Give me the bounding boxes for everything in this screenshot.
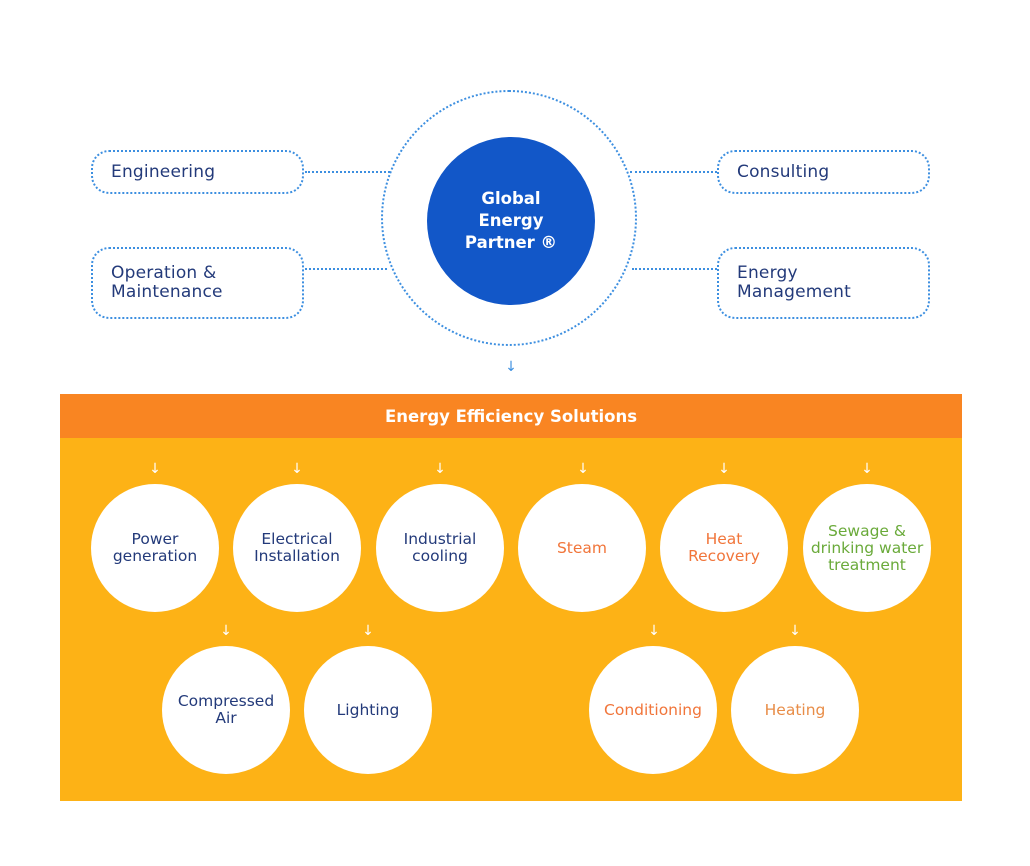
solution-electrical-installation: Electrical Installation [233,484,361,612]
hub-down-arrow-icon: ↓ [505,359,517,375]
down-arrow-icon: ↓ [434,461,446,477]
down-arrow-icon: ↓ [362,623,374,639]
solution-sewage-drinking-water: Sewage & drinking water treatment [803,484,931,612]
down-arrow-icon: ↓ [861,461,873,477]
connector-operation [305,268,387,270]
connector-energy-management [632,268,717,270]
hub-core: Global Energy Partner ® [427,137,595,305]
down-arrow-icon: ↓ [718,461,730,477]
service-energy-management: Energy Management [717,247,930,319]
service-consulting: Consulting [717,150,930,194]
down-arrow-icon: ↓ [648,623,660,639]
service-engineering: Engineering [91,150,304,194]
solution-heat-recovery: Heat Recovery [660,484,788,612]
down-arrow-icon: ↓ [291,461,303,477]
solution-power-generation: Power generation [91,484,219,612]
down-arrow-icon: ↓ [577,461,589,477]
connector-consulting [630,171,717,173]
down-arrow-icon: ↓ [789,623,801,639]
service-operation-maintenance: Operation & Maintenance [91,247,304,319]
solution-steam: Steam [518,484,646,612]
connector-engineering [305,171,390,173]
down-arrow-icon: ↓ [149,461,161,477]
solution-compressed-air: Compressed Air [162,646,290,774]
solution-lighting: Lighting [304,646,432,774]
hub-outer-ring [381,90,637,346]
down-arrow-icon: ↓ [220,623,232,639]
solution-industrial-cooling: Industrial cooling [376,484,504,612]
solution-heating: Heating [731,646,859,774]
solutions-panel-title: Energy Efficiency Solutions [60,394,962,438]
solution-conditioning: Conditioning [589,646,717,774]
